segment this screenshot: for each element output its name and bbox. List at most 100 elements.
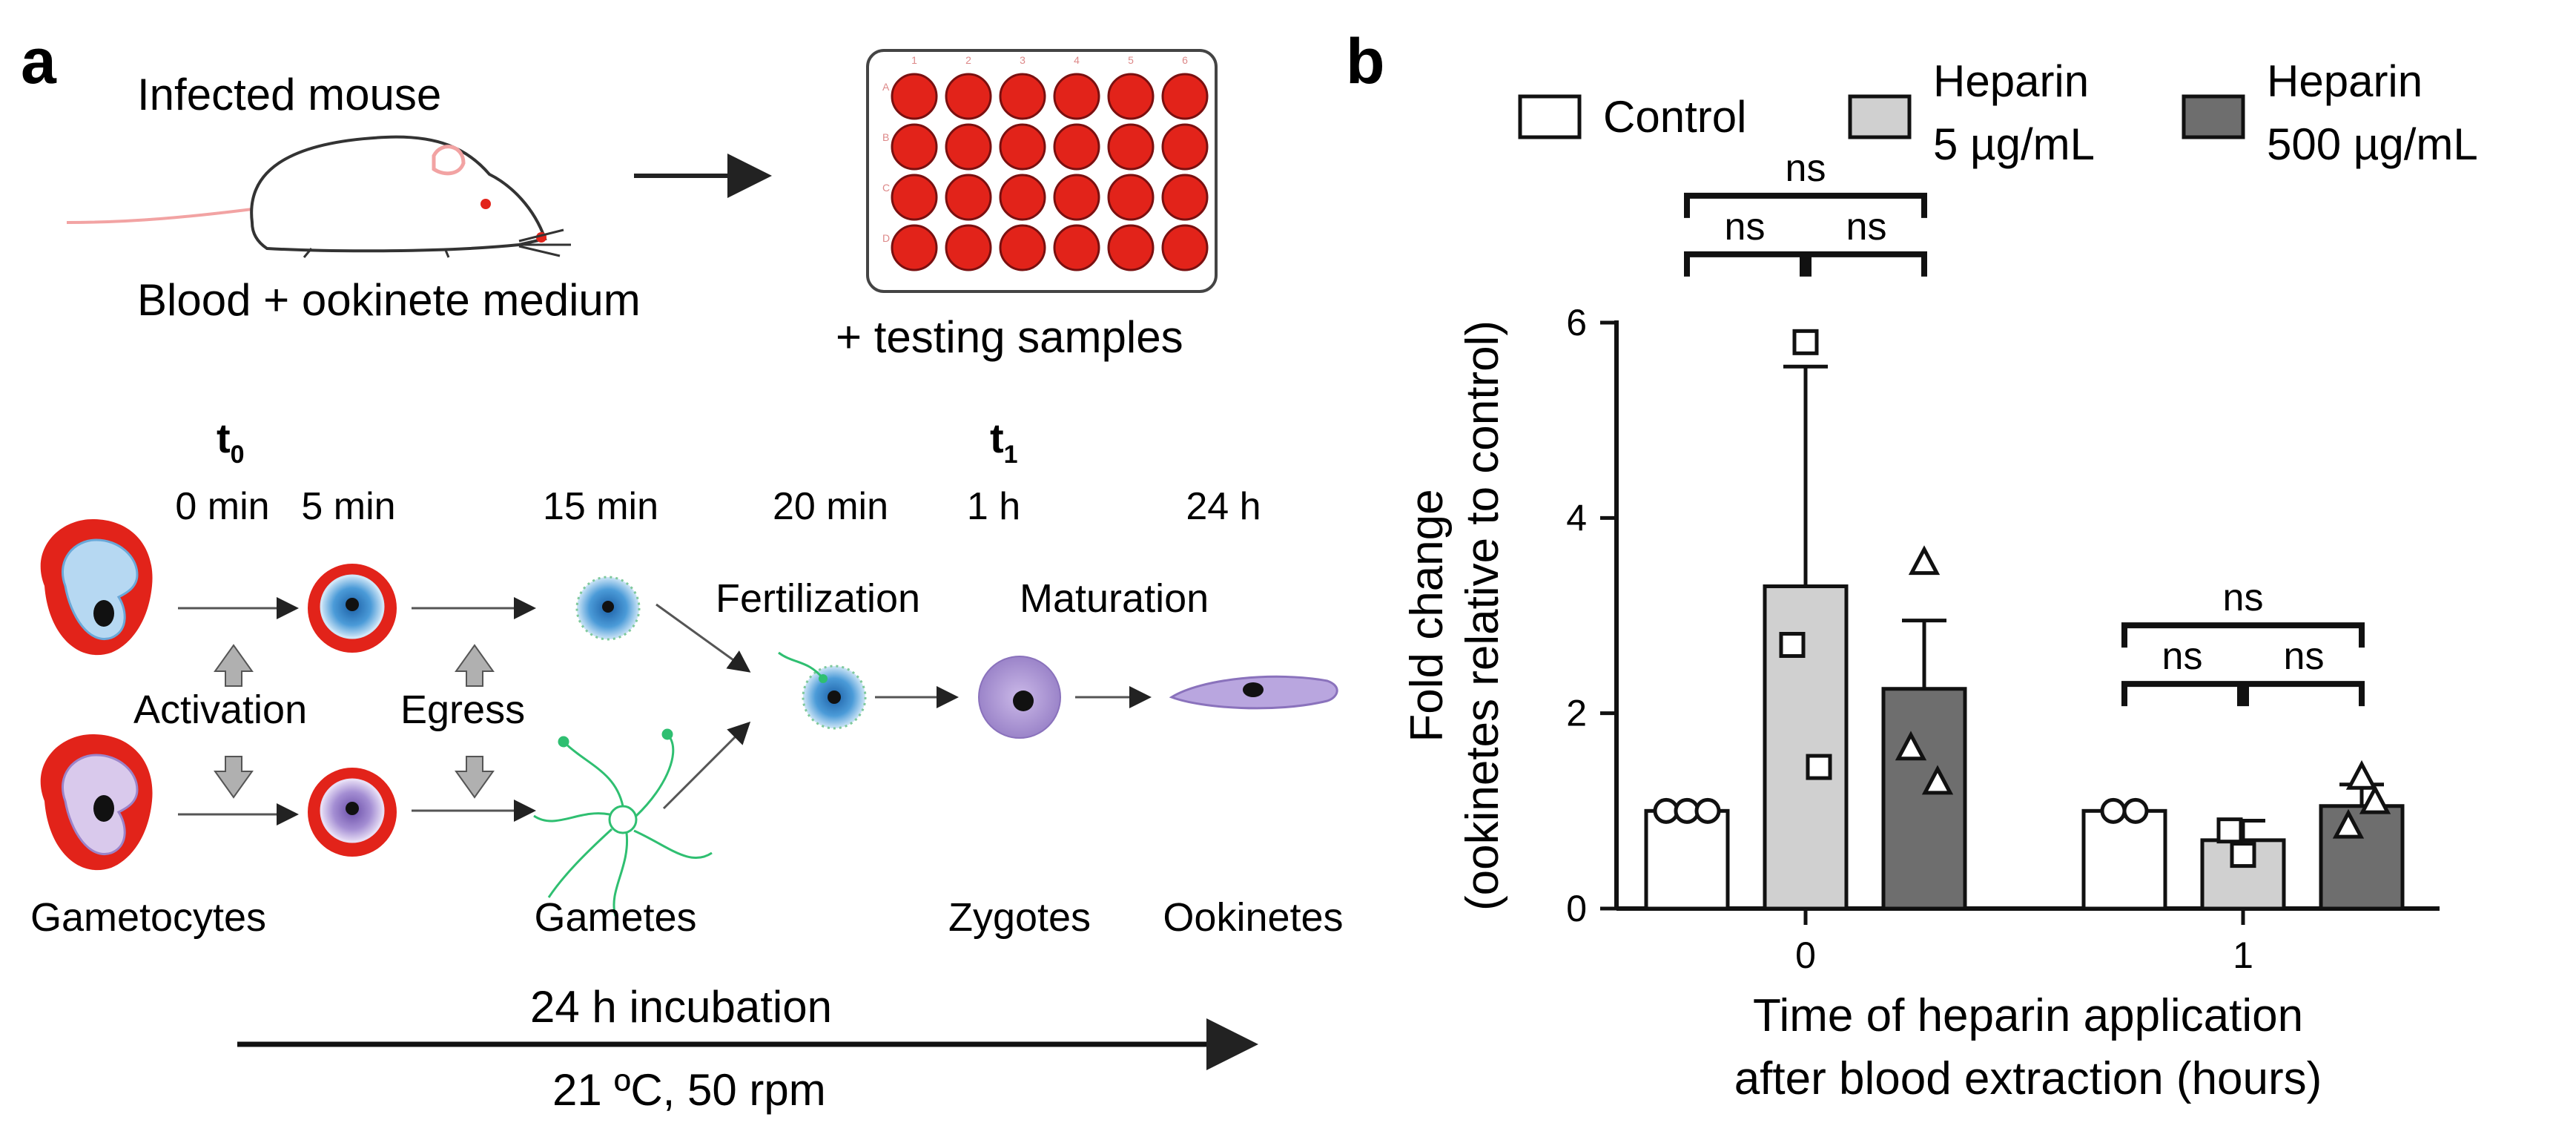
plate-well: [999, 123, 1046, 171]
activated-purple: [308, 768, 397, 857]
legend-swatch: [2182, 94, 2245, 139]
egress-label: Egress: [400, 688, 525, 732]
data-point: [1792, 329, 1819, 355]
fertilization-label: Fertilization: [716, 576, 920, 621]
plate-well: [999, 224, 1046, 271]
data-point: [2216, 817, 2243, 844]
plate-col-label: 6: [1182, 54, 1188, 66]
plate-well: [891, 123, 938, 171]
panel-a-label: a: [21, 26, 57, 97]
plate-well: [1161, 224, 1209, 271]
mouse-caption: Blood + ookinete medium: [137, 275, 641, 325]
stage-label: Zygotes: [948, 895, 1091, 940]
x-axis-title: after blood extraction (hours): [1734, 1053, 2322, 1104]
legend-label: Control: [1603, 92, 1746, 142]
significance-label: ns: [2284, 635, 2325, 678]
significance-label: ns: [1725, 205, 1766, 248]
x-axis-title: Time of heparin application: [1753, 990, 2303, 1041]
plate-col-label: 4: [1074, 54, 1080, 66]
significance-bracket: [1684, 251, 1806, 277]
significance-label: ns: [2162, 635, 2203, 678]
significance-bracket: [2243, 681, 2365, 707]
plate-well: [1107, 123, 1155, 171]
x-tick-label: 1: [2233, 935, 2253, 976]
bar: [1644, 808, 1730, 911]
plate-col-label: 5: [1128, 54, 1134, 66]
plate-well: [1107, 174, 1155, 221]
male-gametes: [533, 728, 713, 917]
egress-arrows: [455, 644, 495, 799]
time-label: 15 min: [543, 485, 658, 528]
legend-swatch: [1518, 94, 1582, 139]
female-gamete: [575, 576, 641, 641]
significance-bracket: [1684, 192, 1927, 218]
legend-swatch: [1848, 94, 1912, 139]
data-point: [2100, 797, 2127, 824]
plate-well: [999, 174, 1046, 221]
activation-label: Activation: [133, 688, 307, 732]
significance-label: ns: [1846, 205, 1887, 248]
plate-well: [1161, 123, 1209, 171]
gametocyte-blue: [40, 519, 153, 656]
stage-label: Ookinetes: [1163, 895, 1343, 940]
data-point: [2345, 759, 2378, 790]
significance-label: ns: [1786, 147, 1826, 190]
plate-col-label: 3: [1020, 54, 1026, 66]
plate-well: [1107, 224, 1155, 271]
plate-well: [1053, 73, 1100, 120]
data-point: [1921, 765, 1954, 795]
mouse-title: Infected mouse: [137, 70, 441, 119]
plate-row-label: C: [882, 182, 890, 194]
data-point: [2332, 808, 2365, 839]
ookinete: [1169, 675, 1338, 710]
plate-caption: + testing samples: [836, 312, 1183, 362]
bar: [1881, 687, 1967, 911]
y-axis-title: Fold change: [1401, 489, 1453, 742]
y-tick-label: 4: [1566, 497, 1587, 538]
legend-label: Heparin: [1933, 56, 2089, 106]
activation-arrows: [214, 644, 254, 799]
plate-row-label: A: [882, 81, 890, 93]
time-label: 1 h: [967, 485, 1020, 528]
stage-label: Gametocytes: [30, 895, 266, 940]
significance-label: ns: [2223, 576, 2264, 619]
mouse-illustration: [66, 135, 571, 258]
plate-well: [1107, 73, 1155, 120]
bar: [2200, 838, 2286, 911]
time-label: 20 min: [773, 485, 888, 528]
y-tick-label: 0: [1566, 888, 1587, 929]
panel-a: a Infected mouse Blood + ookinete medium…: [21, 26, 1344, 1115]
time-label: 5 min: [301, 485, 395, 528]
plate-well: [1161, 73, 1209, 120]
bar: [1763, 584, 1849, 911]
data-point: [1895, 731, 1927, 761]
bar: [2081, 808, 2167, 911]
y-tick-label: 2: [1566, 693, 1587, 734]
plate-well: [891, 174, 938, 221]
legend-label: 5 µg/mL: [1933, 119, 2095, 169]
data-point: [1806, 754, 1832, 780]
y-axis-title: (ookinetes relative to control): [1457, 320, 1508, 911]
bar: [2319, 804, 2405, 911]
data-point: [1694, 797, 1721, 824]
data-point: [2359, 784, 2391, 814]
legend-label: 500 µg/mL: [2267, 119, 2478, 169]
plate-well: [1053, 174, 1100, 221]
time-label: 24 h: [1186, 485, 1261, 528]
data-point: [1779, 632, 1806, 658]
time-label: 0 min: [175, 485, 269, 528]
significance-bracket: [2121, 622, 2365, 648]
significance-bracket: [2121, 681, 2243, 707]
time-labels: 0 min 5 min 15 min 20 min 1 h 24 h: [175, 485, 1261, 528]
plate-well: [891, 224, 938, 271]
data-point: [2122, 797, 2149, 824]
zygote: [978, 656, 1061, 739]
significance-bracket: [1806, 251, 1927, 277]
plate-well: [1161, 174, 1209, 221]
plate-well: [945, 224, 992, 271]
data-point: [2230, 842, 2256, 869]
